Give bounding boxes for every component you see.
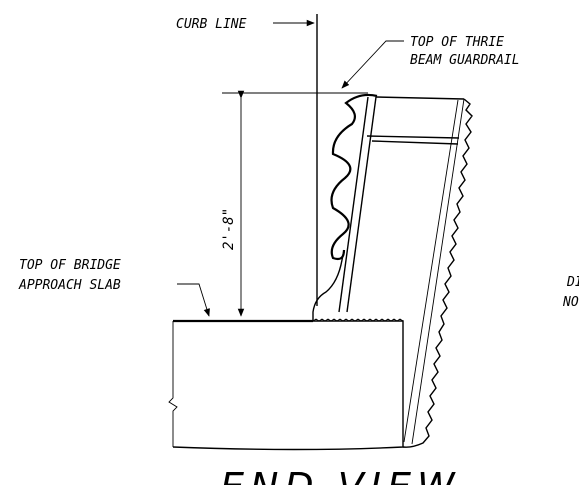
- slab-break-line: [168, 321, 178, 447]
- view-title: END VIEW: [220, 465, 461, 485]
- construction-joint: [312, 318, 404, 322]
- cut-text-2: NO: [562, 295, 579, 310]
- parapet-inner-face-2: [346, 96, 377, 313]
- curb-line-label: CURB LINE: [176, 17, 247, 32]
- cut-text-1: DI: [566, 275, 579, 290]
- guardrail-label-line1: TOP OF THRIE: [410, 35, 504, 50]
- parapet-inner-face: [338, 96, 369, 313]
- parapet-outer-inner-line-2: [411, 98, 465, 445]
- thrie-beam: [330, 93, 378, 261]
- parapet-outer-inner-line: [403, 99, 459, 443]
- parapet-band: [371, 140, 459, 145]
- dimension-label: 2'-8": [221, 208, 237, 250]
- parapet-band-2: [366, 135, 460, 139]
- guardrail-label-line2: BEAM GUARDRAIL: [410, 53, 520, 68]
- guardrail-leader: [341, 40, 404, 89]
- slab-label-line1: TOP OF BRIDGE: [19, 258, 121, 273]
- curb-profile: [312, 249, 345, 321]
- approach-slab: [172, 320, 404, 451]
- slab-label-line2: APPROACH SLAB: [18, 278, 121, 293]
- slab-leader: [177, 283, 210, 317]
- parapet-top: [375, 96, 465, 100]
- parapet-outer-face: [402, 98, 473, 448]
